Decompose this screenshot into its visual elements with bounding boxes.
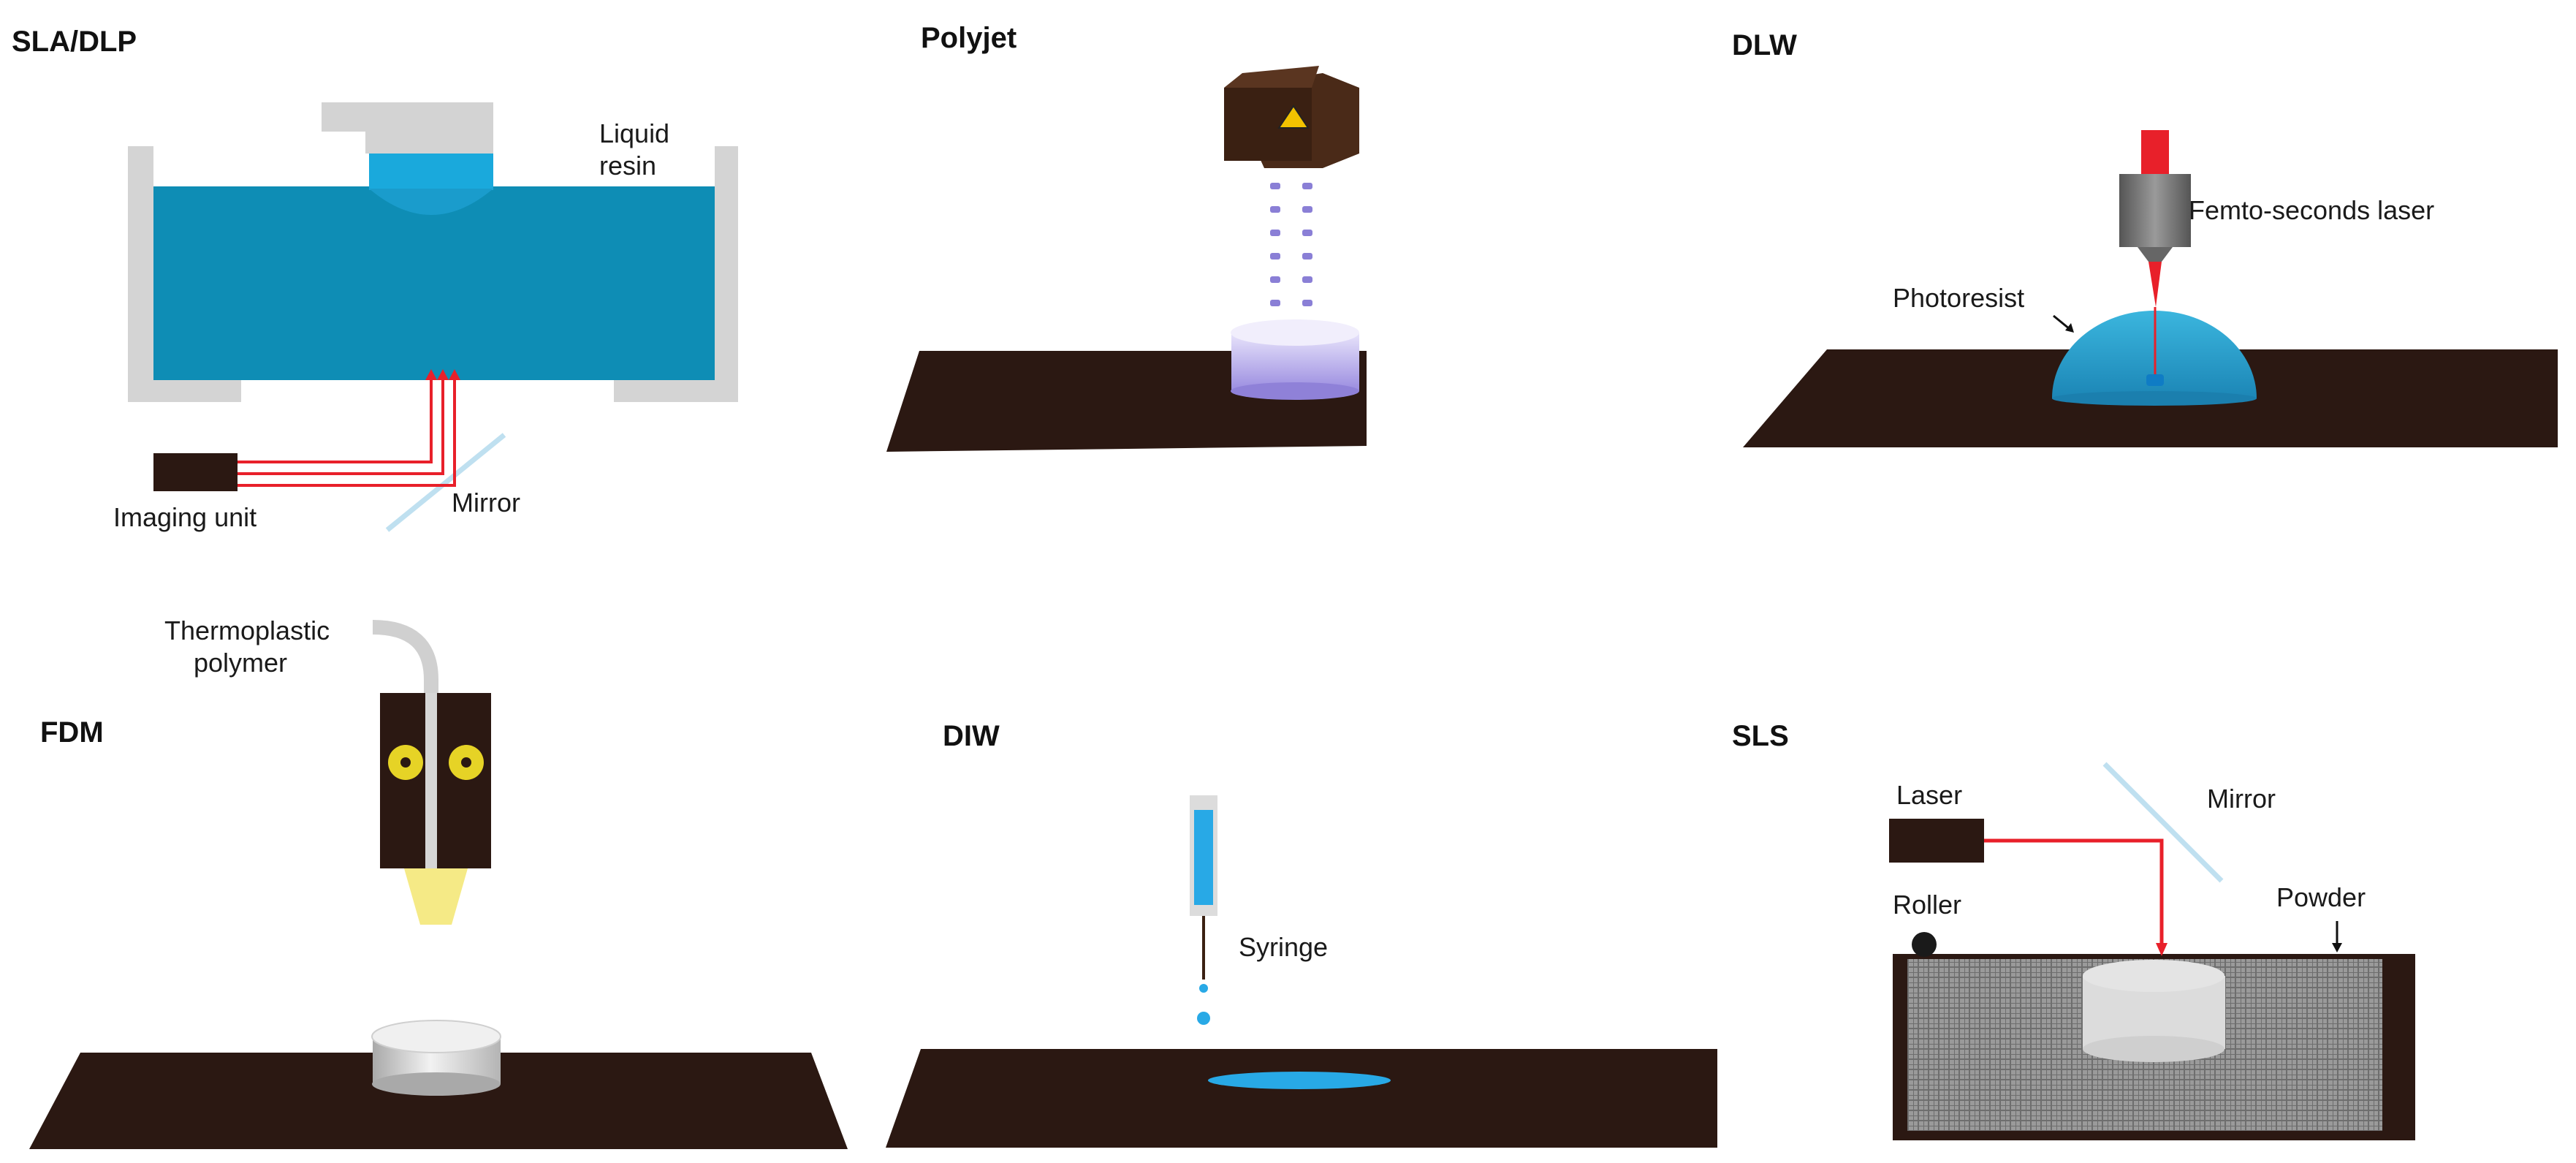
deposited-ink — [1208, 1072, 1391, 1089]
mirror-icon — [2102, 762, 2224, 883]
label-liquid-resin: Liquid resin — [599, 118, 677, 181]
label-thermoplastic: Thermoplastic polymer — [164, 615, 337, 678]
laser-beam — [1984, 838, 2164, 950]
label-mirror: Mirror — [2207, 784, 2276, 814]
hot-end-nozzle — [404, 868, 468, 925]
label-roller: Roller — [1893, 890, 1961, 920]
mirror-icon — [385, 433, 506, 532]
filament-channel — [425, 693, 437, 876]
build-plate-top — [322, 102, 493, 132]
pointer-arrowhead — [2065, 323, 2074, 333]
panel-title-sls: SLS — [1732, 720, 1789, 752]
droplets — [1270, 183, 1312, 306]
warning-icon — [1277, 105, 1310, 129]
label-laser: Laser — [1896, 780, 1962, 810]
panel-title-polyjet: Polyjet — [921, 22, 1017, 54]
build-plate-stem — [365, 132, 493, 154]
panel-sla: SLA/DLP Imaging unit Mirror Liquid resin — [12, 26, 738, 532]
beam-arrowhead — [2156, 943, 2167, 956]
panel-sls: SLS Laser Mirror Roller Powder — [1732, 720, 2415, 1140]
roller-icon — [1912, 932, 1937, 957]
dome-base — [2052, 391, 2257, 406]
printed-part — [369, 154, 493, 190]
panel-diw: DIW Syringe — [886, 720, 1717, 1148]
ink-drop — [1197, 1012, 1210, 1025]
laser-source — [1889, 819, 1984, 863]
cured-layer — [369, 189, 493, 215]
part-top — [1231, 319, 1359, 346]
label-mirror: Mirror — [452, 488, 520, 518]
panel-fdm: FDM Thermoplastic polymer — [29, 615, 848, 1149]
panel-title-sla: SLA/DLP — [12, 26, 137, 58]
liquid-resin — [153, 186, 715, 380]
part-top — [2083, 960, 2224, 992]
label-femto-laser: Femto-seconds laser — [2189, 195, 2434, 225]
light-beams — [238, 376, 456, 487]
build-platform — [886, 1049, 1717, 1148]
voxel — [2146, 374, 2164, 386]
photoresist-pointer — [2053, 314, 2070, 330]
syringe-fluid — [1194, 810, 1213, 905]
ink-drop — [1199, 984, 1208, 993]
panel-title-fdm: FDM — [40, 716, 104, 749]
laser-objective — [2119, 174, 2191, 247]
objective-tip — [2138, 247, 2173, 262]
laser-focus-cone — [2148, 262, 2162, 307]
part-top — [371, 1020, 501, 1053]
label-photoresist: Photoresist — [1893, 283, 2024, 313]
printhead-top — [1224, 66, 1319, 88]
imaging-unit-box — [153, 453, 238, 491]
build-platform — [29, 1053, 848, 1149]
panel-dlw: DLW Femto-seconds laser Photoresist — [1732, 29, 2558, 447]
panel-title-dlw: DLW — [1732, 29, 1797, 61]
panel-polyjet: Polyjet — [886, 22, 1367, 452]
panel-title-diw: DIW — [943, 720, 1000, 752]
laser-source — [2141, 130, 2169, 175]
filament — [372, 620, 438, 877]
label-powder: Powder — [2276, 882, 2366, 912]
part-base — [1231, 382, 1359, 400]
label-syringe: Syringe — [1239, 932, 1328, 962]
beam-arrowheads — [425, 369, 460, 380]
label-imaging-unit: Imaging unit — [113, 502, 257, 532]
